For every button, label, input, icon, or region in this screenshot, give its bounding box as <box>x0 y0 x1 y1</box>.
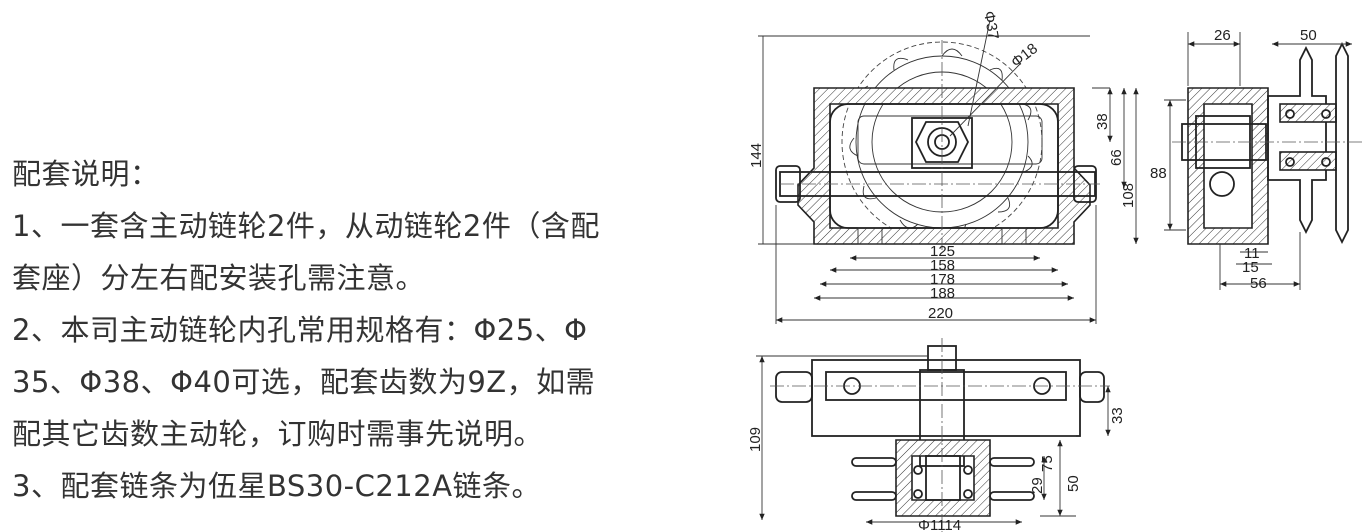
notes-block: 配套说明： 1、一套含主动链轮2件，从动链轮2件（含配 套座）分左右配安装孔需注… <box>12 148 702 512</box>
dim-178: 178 <box>930 271 955 288</box>
dim-dia-18: Φ18 <box>1008 40 1041 71</box>
dim-158: 158 <box>930 257 955 274</box>
dim-108: 108 <box>1120 183 1137 208</box>
note-line-2a: 2、本司主动链轮内孔常用规格有：Φ25、Φ <box>12 313 588 347</box>
dim-29: 29 <box>1029 477 1046 494</box>
side-housing <box>1187 87 1269 245</box>
front-view: 144 38 66 108 125 158 178 188 220 Φ37 Φ1… <box>748 10 1139 324</box>
dim-15: 15 <box>1242 259 1259 276</box>
dim-220: 220 <box>928 305 953 322</box>
note-line-1a: 1、一套含主动链轮2件，从动链轮2件（含配 <box>12 209 600 243</box>
notes-title: 配套说明： <box>12 157 160 191</box>
dim-26: 26 <box>1214 27 1231 44</box>
dim-56: 56 <box>1250 275 1267 292</box>
note-line-3: 3、配套链条为伍星BS30-C212A链条。 <box>12 469 542 503</box>
dim-188: 188 <box>930 285 955 302</box>
dim-125: 125 <box>930 243 955 260</box>
side-view: 26 50 88 11 15 56 <box>1150 27 1362 292</box>
note-line-2b: 35、Φ38、Φ40可选，配套齿数为9Z，如需 <box>12 365 596 399</box>
note-line-2c: 配其它齿数主动轮，订购时需事先说明。 <box>12 417 544 451</box>
dim-75: 75 <box>1039 455 1056 472</box>
dim-38: 38 <box>1094 113 1111 130</box>
note-line-1b: 套座）分左右配安装孔需注意。 <box>12 261 426 295</box>
top-pulley-section <box>895 439 991 517</box>
top-view: 109 33 50 29 75 Φ1114 <box>747 338 1126 532</box>
dim-dia-1114: Φ1114 <box>918 517 961 532</box>
dim-66: 66 <box>1108 149 1125 166</box>
dim-144: 144 <box>748 143 765 168</box>
dim-50: 50 <box>1300 27 1317 44</box>
dim-11: 11 <box>1244 245 1260 262</box>
dim-109: 109 <box>747 427 764 452</box>
dim-88: 88 <box>1150 165 1167 182</box>
dim-top-50: 50 <box>1065 475 1082 492</box>
dim-dia-37: Φ37 <box>980 10 1002 41</box>
dim-33: 33 <box>1109 407 1126 424</box>
housing-section <box>797 87 1091 245</box>
